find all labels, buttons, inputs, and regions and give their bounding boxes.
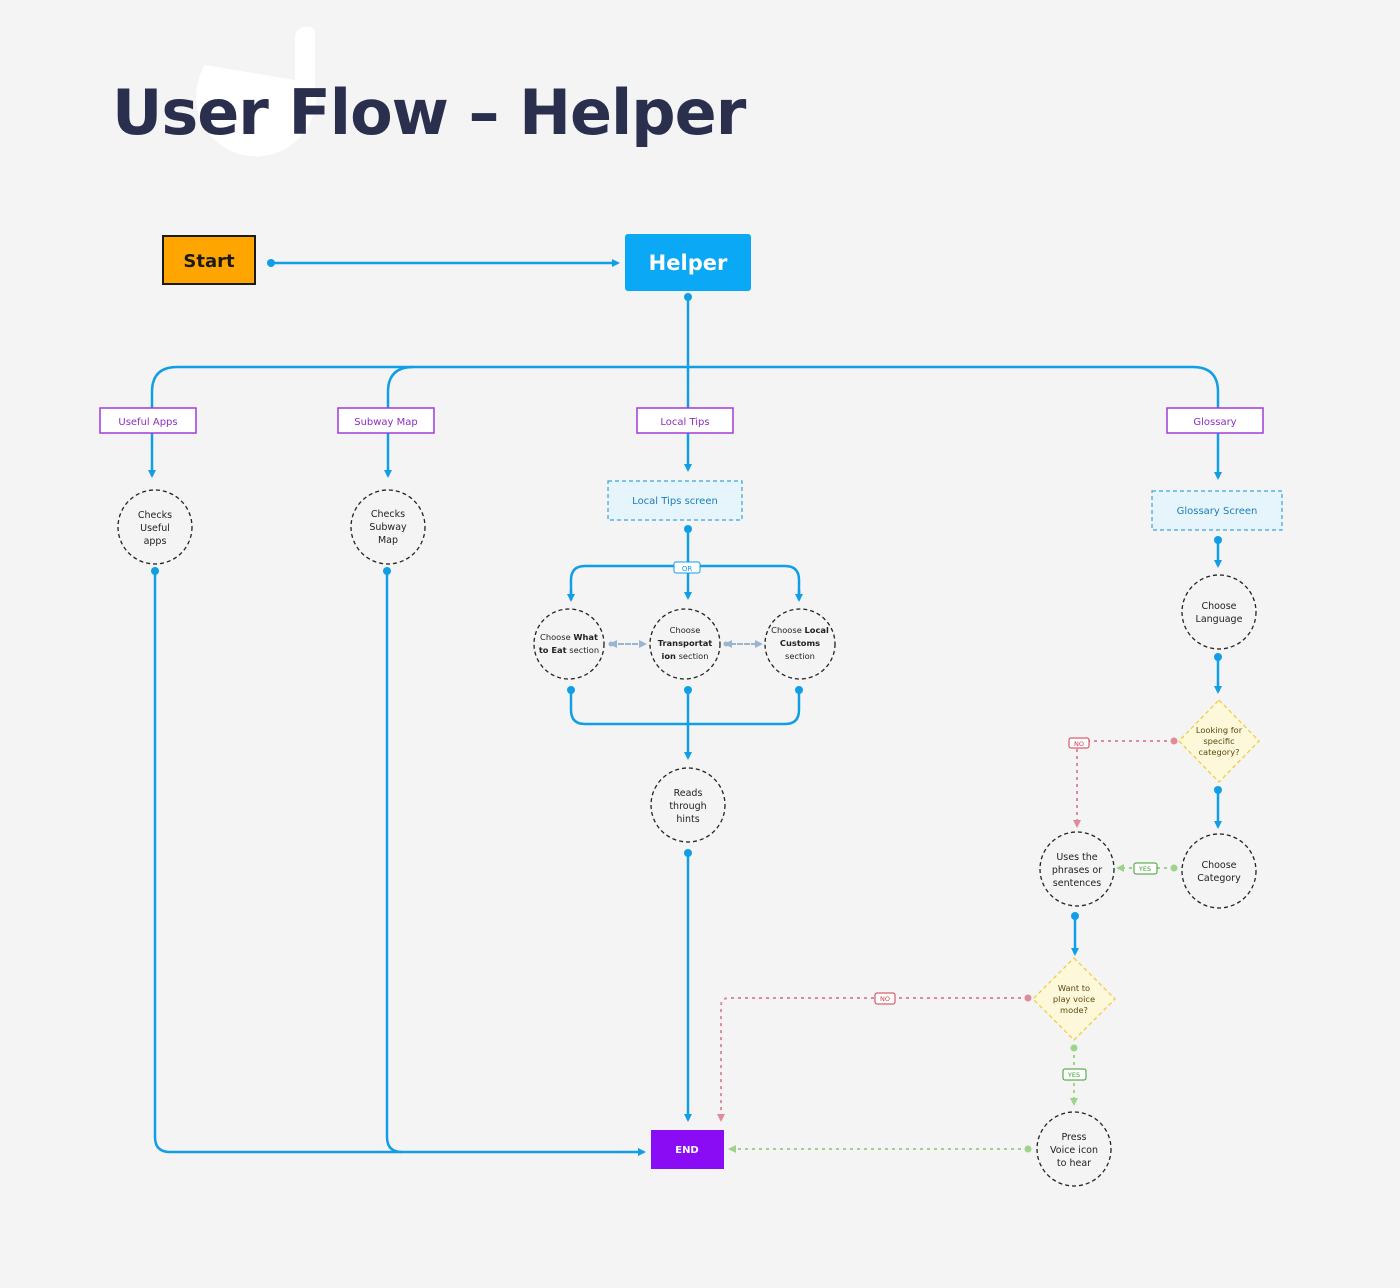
svg-text:Useful Apps: Useful Apps (118, 417, 177, 428)
helper-node: Helper (625, 234, 751, 291)
page-title: User Flow – Helper (112, 76, 746, 149)
start-label: Start (183, 251, 235, 272)
helper-label: Helper (649, 251, 728, 275)
end-node: END (651, 1130, 724, 1169)
yes-tag-voice: YES (1062, 1068, 1087, 1081)
label-local-tips: Local Tips (636, 407, 734, 434)
edge-bus (150, 365, 1220, 393)
no-tag-looking: NO (1068, 737, 1090, 749)
svg-text:Subway Map: Subway Map (354, 417, 418, 428)
label-glossary: Glossary (1166, 407, 1264, 434)
svg-text:Local Tips screen: Local Tips screen (632, 496, 718, 507)
logo-watermark (196, 26, 317, 157)
svg-text:NO: NO (880, 995, 890, 1003)
end-label: END (675, 1145, 699, 1156)
start-node: Start (162, 235, 256, 285)
dashed-dots (608, 641, 1178, 1153)
label-subway-map: Subway Map (337, 407, 435, 434)
svg-text:Local Tips: Local Tips (660, 417, 709, 428)
svg-text:NO: NO (1074, 740, 1084, 748)
glossary-screen: Glossary Screen (1151, 490, 1283, 531)
edge-usefulapps-end (153, 571, 646, 1156)
yes-tag-category: YES (1133, 862, 1158, 875)
edge-bus-subway (386, 365, 414, 393)
svg-text:YES: YES (1138, 865, 1151, 873)
svg-text:YES: YES (1067, 1071, 1080, 1079)
edge-want-no (717, 997, 1028, 1122)
svg-text:Glossary: Glossary (1193, 417, 1236, 428)
edge-subway-end (385, 571, 403, 1154)
label-useful-apps: Useful Apps (99, 407, 197, 434)
no-tag-voice: NO (874, 992, 896, 1005)
connector-dots (151, 259, 1222, 920)
edge-merge (569, 690, 801, 726)
svg-text:Glossary Screen: Glossary Screen (1177, 506, 1258, 517)
edge-looking-no (1073, 740, 1174, 828)
or-tag: OR (673, 561, 701, 574)
local-tips-screen: Local Tips screen (607, 480, 743, 521)
dashed-connectors (609, 640, 1174, 1153)
svg-text:OR: OR (682, 565, 693, 573)
